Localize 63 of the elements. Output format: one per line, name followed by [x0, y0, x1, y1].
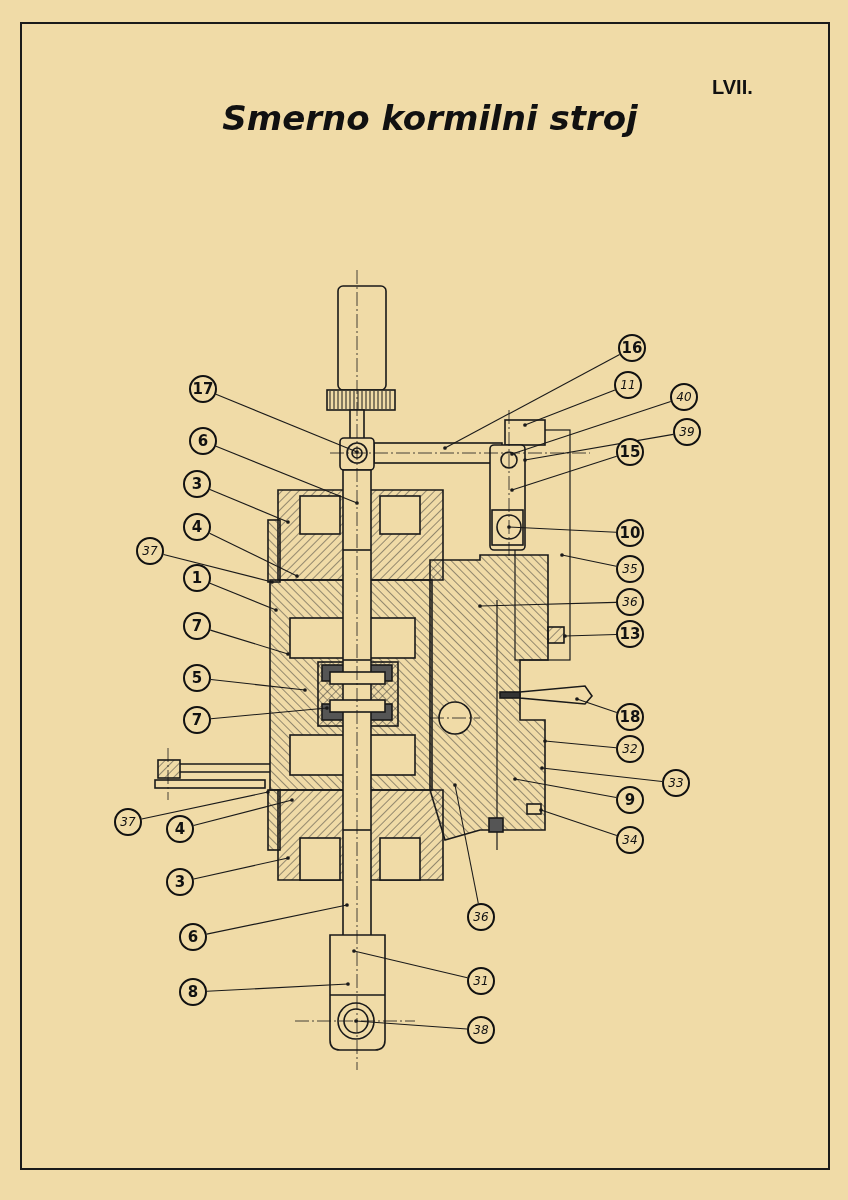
callout-number: 36 — [467, 903, 495, 931]
leader-line — [575, 697, 618, 714]
leader-line — [563, 633, 617, 638]
callout-number: 7 — [183, 612, 211, 640]
callout-number: 16 — [618, 334, 646, 362]
callout-number: 15 — [616, 438, 644, 466]
leader-line — [507, 525, 617, 533]
leader-line — [141, 790, 270, 820]
leader-line — [215, 393, 359, 454]
leader-line — [209, 582, 278, 612]
leader-line — [209, 629, 290, 656]
leader-line — [510, 455, 618, 492]
leader-line — [163, 553, 274, 584]
callout-number: 10 — [616, 519, 644, 547]
callout-number: 5 — [183, 664, 211, 692]
leader-line — [478, 601, 617, 608]
callout-number: 17 — [189, 375, 217, 403]
callout-number: 11 — [614, 371, 642, 399]
title: Smerno kormilni stroj — [221, 98, 639, 138]
leader-line — [210, 706, 329, 720]
callout-number: 37 — [114, 808, 142, 836]
callout-number: 4 — [166, 815, 194, 843]
callout-number: 34 — [616, 826, 644, 854]
callout-number: 9 — [616, 786, 644, 814]
leader-line — [560, 553, 617, 567]
callout-number: 6 — [189, 427, 217, 455]
leader-line — [510, 400, 672, 456]
leader-line — [453, 783, 479, 904]
callout-number: 8 — [179, 978, 207, 1006]
callout-number: 36 — [616, 588, 644, 616]
callout-number: 35 — [616, 555, 644, 583]
leader-line — [539, 808, 618, 837]
leader-line — [209, 532, 299, 578]
leader-line — [193, 856, 290, 880]
callout-number: 33 — [662, 769, 690, 797]
callout-number: 32 — [616, 735, 644, 763]
callout-number: 31 — [467, 967, 495, 995]
callout-number: 37 — [136, 537, 164, 565]
leader-line — [443, 354, 621, 450]
callout-number: 13 — [616, 620, 644, 648]
leader-line — [206, 982, 350, 992]
callout-number: 18 — [616, 703, 644, 731]
leader-line — [206, 903, 349, 935]
callout-number: 1 — [183, 564, 211, 592]
leader-line — [354, 1019, 468, 1030]
callout-number: 3 — [183, 470, 211, 498]
callout-number: 40 — [670, 383, 698, 411]
leader-line — [540, 766, 663, 782]
leader-line — [209, 488, 290, 524]
callout-number: 39 — [673, 418, 701, 446]
leader-line — [210, 679, 307, 692]
callout-number: 4 — [183, 513, 211, 541]
leader-line — [352, 949, 468, 979]
callout-number: 38 — [467, 1016, 495, 1044]
callout-number: 3 — [166, 868, 194, 896]
leader-line — [193, 798, 294, 827]
callout-number: 7 — [183, 706, 211, 734]
leader-line — [215, 445, 359, 505]
sheet-number: LVII. — [712, 76, 753, 99]
leader-line — [513, 777, 617, 799]
leader-line — [543, 739, 617, 749]
leader-line — [523, 389, 616, 427]
callout-number: 6 — [179, 923, 207, 951]
